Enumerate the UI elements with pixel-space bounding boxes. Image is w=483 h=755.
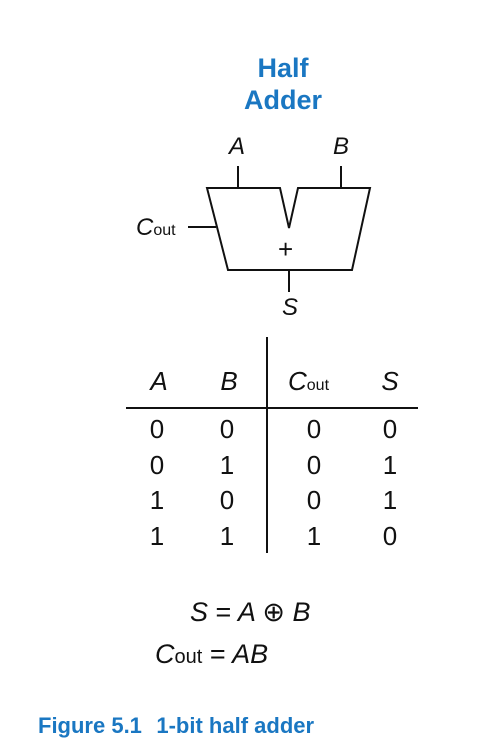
half-adder-symbol bbox=[188, 166, 372, 292]
carry-out-sub: out bbox=[153, 222, 176, 239]
table-header-cout: Cout bbox=[288, 366, 348, 397]
table-cell: 0 bbox=[149, 450, 165, 480]
equation-carry-sub: out bbox=[174, 646, 203, 668]
equation-sum-a: A bbox=[237, 597, 255, 627]
equation-sum-equals: = bbox=[215, 597, 232, 627]
table-cell: 0 bbox=[219, 414, 235, 444]
truth-table-lines bbox=[126, 337, 418, 553]
table-cell: 1 bbox=[219, 450, 235, 480]
sum-label: S bbox=[282, 294, 299, 321]
equation-carry-lhs: C bbox=[155, 639, 175, 669]
table-cell: 1 bbox=[306, 521, 322, 551]
carry-out-label: Cout bbox=[136, 214, 176, 242]
plus-sign: + bbox=[278, 234, 294, 264]
table-header-a: A bbox=[150, 366, 168, 396]
title-line-1: Half bbox=[257, 53, 309, 83]
equation-carry-equals: = bbox=[209, 639, 226, 669]
table-header-b: B bbox=[220, 366, 238, 396]
table-header-cout-sub: out bbox=[306, 377, 330, 394]
table-cell: 0 bbox=[382, 521, 398, 551]
input-b-label: B bbox=[333, 133, 350, 160]
carry-out-main: C bbox=[136, 214, 154, 241]
table-cell: 1 bbox=[149, 485, 165, 515]
title-line-2: Adder bbox=[243, 85, 322, 115]
caption-label: Figure 5.1 bbox=[38, 713, 142, 738]
table-cell: 0 bbox=[306, 450, 322, 480]
figure-caption: Figure 5.1 1-bit half adder bbox=[38, 713, 314, 739]
table-cell: 0 bbox=[306, 485, 322, 515]
table-cell: 1 bbox=[382, 450, 398, 480]
diagram-title: Half Adder bbox=[183, 52, 383, 116]
input-a-label: A bbox=[229, 133, 246, 160]
table-cell: 1 bbox=[382, 485, 398, 515]
table-header-cout-main: C bbox=[288, 366, 307, 396]
equation-carry: Cout = AB bbox=[155, 639, 268, 670]
table-cell: 0 bbox=[219, 485, 235, 515]
table-cell: 1 bbox=[219, 521, 235, 551]
caption-text: 1-bit half adder bbox=[156, 713, 315, 738]
equation-sum-lhs: S bbox=[190, 597, 209, 627]
equation-carry-rhs: AB bbox=[232, 639, 269, 669]
equation-sum: S = A ⊕ B bbox=[190, 597, 311, 628]
equation-sum-b: B bbox=[292, 597, 311, 627]
table-cell: 1 bbox=[149, 521, 165, 551]
table-cell: 0 bbox=[306, 414, 322, 444]
xor-symbol: ⊕ bbox=[262, 597, 285, 627]
adder-body bbox=[205, 187, 372, 271]
table-cell: 0 bbox=[149, 414, 165, 444]
table-header-s: S bbox=[381, 366, 399, 396]
table-cell: 0 bbox=[382, 414, 398, 444]
